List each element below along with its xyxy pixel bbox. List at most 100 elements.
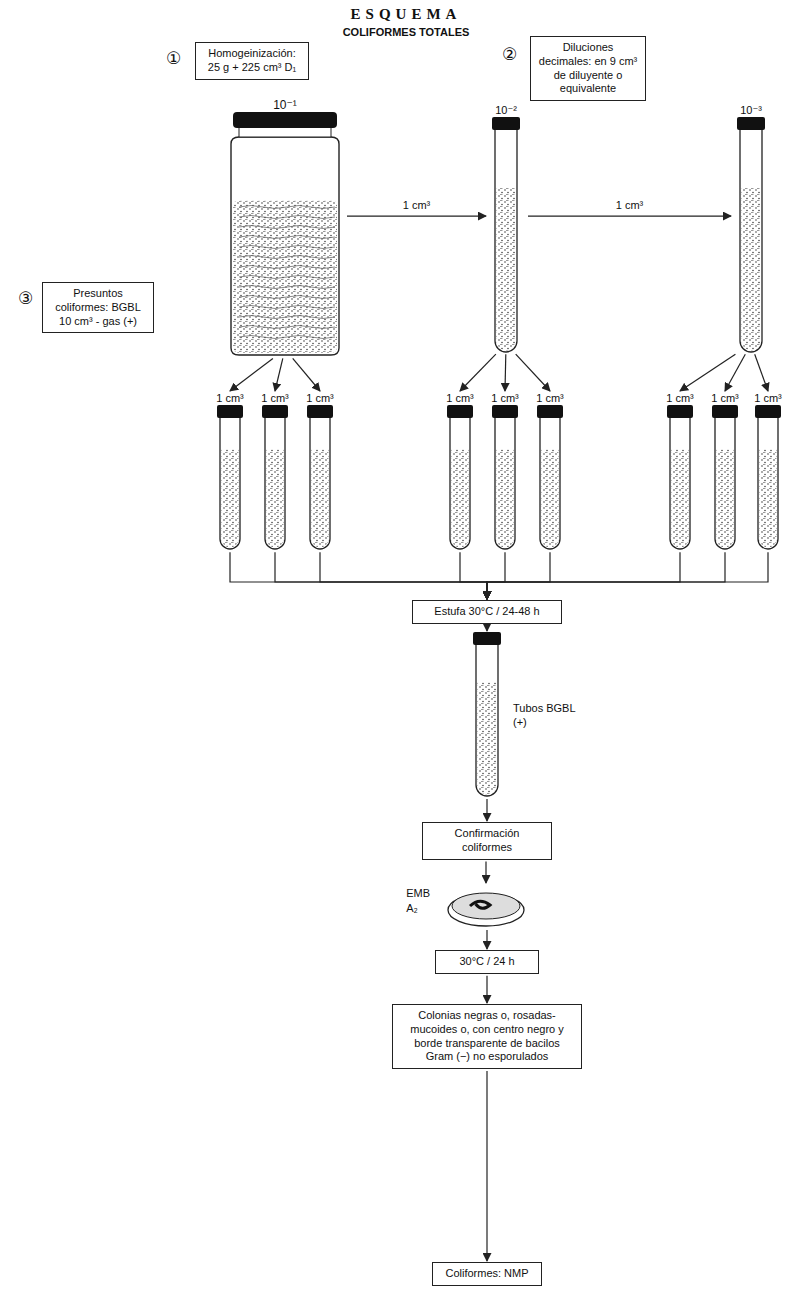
process-box: Coliformes: NMP <box>432 1262 542 1286</box>
box-text: 30°C / 24 h <box>442 955 532 969</box>
shape-label: 1 cm³ <box>490 392 520 405</box>
tube-cap <box>262 405 288 418</box>
tube-cap <box>492 405 518 418</box>
tube-glass <box>450 417 470 549</box>
connector <box>293 358 320 391</box>
shape-label: 1 cm³ <box>445 392 475 405</box>
petri-plate-node: EMBA₂ <box>446 884 526 928</box>
jar-texture <box>239 316 335 319</box>
test-tube <box>447 405 473 550</box>
tube-cap <box>667 405 693 418</box>
tube-node: 10⁻² <box>486 104 526 353</box>
jar-node: 10⁻¹ <box>225 98 345 357</box>
jar-texture <box>239 336 335 339</box>
box-text: Diluciones decimales: en 9 cm³ de diluye… <box>537 41 639 96</box>
shape-label: 1 cm³ <box>305 392 335 405</box>
connector <box>275 358 283 391</box>
tube-glass <box>495 417 515 549</box>
box-text: Confirmación coliformes <box>429 827 545 855</box>
tube-node: 1 cm³ <box>210 392 250 550</box>
jar-texture <box>239 256 335 259</box>
tube-glass <box>265 417 285 549</box>
connector <box>528 216 731 217</box>
tube-node: 1 cm³ <box>300 392 340 550</box>
tube-liquid <box>760 449 777 548</box>
tube-liquid <box>497 449 514 548</box>
plate-agar <box>452 893 520 919</box>
petri-plate <box>446 884 526 928</box>
tube-liquid <box>717 449 734 548</box>
process-box: 30°C / 24 h <box>435 950 539 974</box>
jar-liquid <box>233 200 337 353</box>
connector <box>486 1071 487 1261</box>
shape-label: 1 cm³ <box>753 392 783 405</box>
test-tube <box>667 405 693 550</box>
tube-liquid <box>478 682 497 795</box>
tube-node: 1 cm³ <box>530 392 570 550</box>
plate-base <box>448 894 524 926</box>
tube-liquid <box>672 449 689 548</box>
edge-label: 1 cm³ <box>401 199 433 211</box>
shape-label: A₂ <box>406 901 430 916</box>
connector <box>516 354 550 391</box>
tube-liquid <box>267 449 284 548</box>
tube-node: 1 cm³ <box>440 392 480 550</box>
callout-number: ② <box>502 44 526 64</box>
connector <box>486 930 487 949</box>
tube-liquid <box>497 188 516 351</box>
connector <box>347 216 486 217</box>
shape-label: 10⁻² <box>494 104 518 117</box>
tube-cap <box>755 405 781 418</box>
tube-node: Tubos BGBL (+) <box>473 632 501 797</box>
tube-liquid <box>222 449 239 548</box>
streak <box>470 901 490 908</box>
tube-liquid <box>452 449 469 548</box>
test-tube <box>492 117 520 353</box>
tube-glass <box>220 417 240 549</box>
process-box: Estufa 30°C / 24-48 h <box>412 600 562 624</box>
shape-label: Tubos BGBL (+) <box>513 701 583 730</box>
test-tube <box>492 405 518 550</box>
jar-cap <box>233 112 337 128</box>
jar-texture <box>239 306 335 309</box>
connector <box>230 552 487 599</box>
tube-cap <box>492 117 520 130</box>
jar-texture <box>239 246 335 249</box>
tube-cap <box>537 405 563 418</box>
connector <box>485 862 486 884</box>
tube-cap <box>712 405 738 418</box>
tube-node: 1 cm³ <box>255 392 295 550</box>
test-tube <box>307 405 333 550</box>
jar-texture <box>239 276 335 279</box>
tube-cap <box>447 405 473 418</box>
connector <box>486 626 487 631</box>
tube-glass <box>540 417 560 549</box>
callout-number: ③ <box>18 288 42 308</box>
side-label: EMBA₂ <box>406 886 430 916</box>
tube-node: 1 cm³ <box>748 392 788 550</box>
box-text: Homogeinización: 25 g + 225 cm³ D₁ <box>202 47 302 75</box>
process-box: Homogeinización: 25 g + 225 cm³ D₁ <box>195 42 309 80</box>
connector <box>487 552 550 599</box>
subtitle: COLIFORMES TOTALES <box>0 26 812 38</box>
process-box: Colonias negras o, rosadas-mucoides o, c… <box>392 1004 582 1069</box>
shape-label: EMB <box>406 886 430 901</box>
box-text: Coliformes: NMP <box>439 1267 535 1281</box>
title: ESQUEMA <box>0 6 812 23</box>
side-label: Tubos BGBL (+) <box>513 701 583 730</box>
tube-glass <box>758 417 778 549</box>
shape-label: 10⁻¹ <box>272 98 298 112</box>
connector <box>460 354 496 391</box>
tube-glass <box>670 417 690 549</box>
tube-cap <box>737 117 765 130</box>
connector <box>275 552 487 599</box>
tube-node: 1 cm³ <box>705 392 745 550</box>
tube-glass <box>740 129 762 352</box>
tube-cap <box>473 632 501 645</box>
connector <box>487 552 680 599</box>
connector <box>230 358 273 391</box>
box-text: Estufa 30°C / 24-48 h <box>419 605 555 619</box>
tube-liquid <box>542 449 559 548</box>
shape-label: 1 cm³ <box>215 392 245 405</box>
